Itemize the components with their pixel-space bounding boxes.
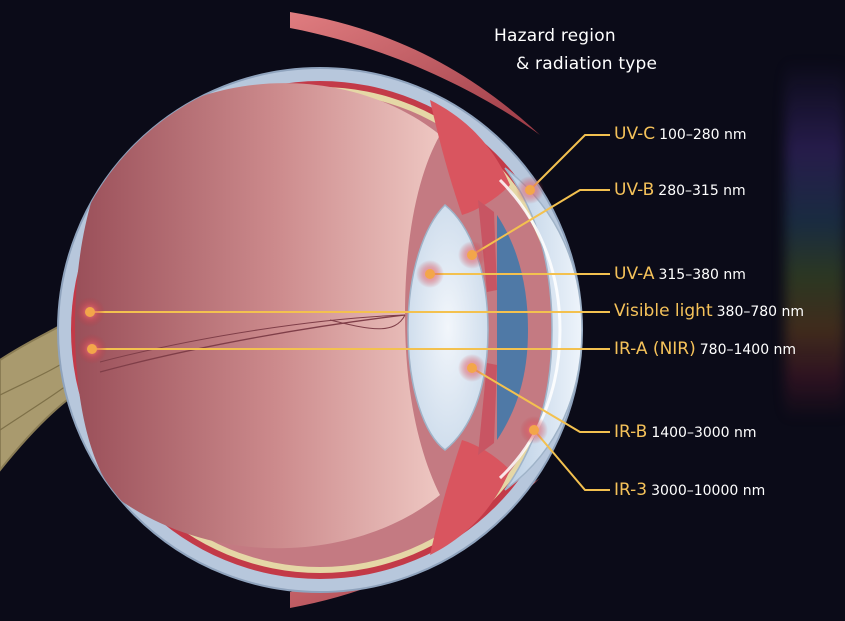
band-range: 100–280 nm: [659, 127, 746, 143]
band-range: 1400–3000 nm: [651, 425, 756, 441]
band-range: 3000–10000 nm: [651, 483, 765, 499]
band-name: Visible light: [614, 301, 713, 321]
leader-uvc: [530, 135, 610, 190]
band-name: IR-B: [614, 422, 647, 442]
band-range: 280–315 nm: [658, 183, 745, 199]
hazard-dot-uva: [425, 269, 435, 279]
hazard-dot-uvb: [467, 250, 477, 260]
header-line-1: Hazard region: [494, 26, 616, 46]
hazard-dot-irb: [467, 363, 477, 373]
band-name: IR-3: [614, 480, 647, 500]
hazard-dot-visible: [85, 307, 95, 317]
band-range: 380–780 nm: [717, 304, 804, 320]
band-name: UV-A: [614, 264, 654, 284]
hazard-dot-ir3: [529, 425, 539, 435]
hazard-dot-uvc: [525, 185, 535, 195]
hazard-dot-ira: [87, 344, 97, 354]
band-name: UV-C: [614, 124, 655, 144]
band-range: 780–1400 nm: [700, 342, 796, 358]
band-name: IR-A (NIR): [614, 339, 696, 359]
band-label-ira: IR-A (NIR)780–1400 nm: [614, 340, 796, 359]
band-range: 315–380 nm: [658, 267, 745, 283]
band-name: UV-B: [614, 180, 654, 200]
header-line-2: & radiation type: [516, 54, 657, 74]
